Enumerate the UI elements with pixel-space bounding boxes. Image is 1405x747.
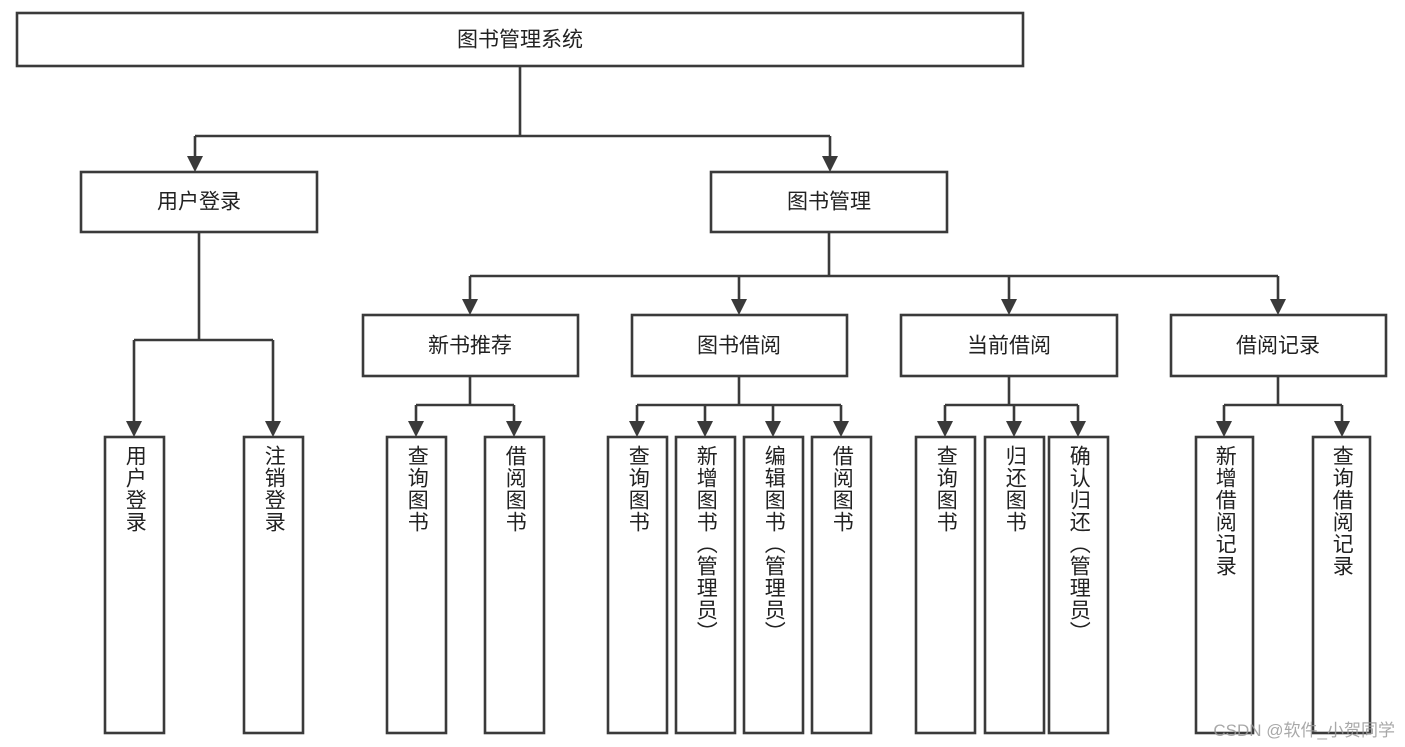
node-new-book-recommend-label: 新书推荐 (428, 335, 512, 358)
node-book-borrow-label: 图书借阅 (697, 335, 781, 358)
leaf-box-add-borrow-record[interactable] (1194, 435, 1255, 735)
leaf-box-add-book-admin[interactable] (674, 435, 737, 735)
node-current-borrow[interactable]: 当前借阅 (899, 313, 1119, 378)
node-book-borrow[interactable]: 图书借阅 (630, 313, 849, 378)
arrow-head-icon (1270, 299, 1286, 315)
node-book-management[interactable]: 图书管理 (709, 170, 949, 234)
arrow-head-icon (1001, 299, 1017, 315)
arrow-head-icon (265, 421, 281, 437)
connector-new-book-to-leaves (408, 376, 522, 437)
arrow-head-icon (765, 421, 781, 437)
leaf-box-logout[interactable] (242, 435, 305, 735)
leaf-box-borrow-book-new[interactable] (483, 435, 546, 735)
leaf-box-confirm-return-admin[interactable] (1047, 435, 1110, 735)
leaf-box-return-book[interactable] (983, 435, 1046, 735)
leaf-box-query-book-borrow[interactable] (606, 435, 669, 735)
node-new-book-recommend[interactable]: 新书推荐 (361, 313, 580, 378)
connector-book-management-to-level3 (462, 232, 1286, 315)
node-user-login[interactable]: 用户登录 (79, 170, 319, 234)
leaf-box-query-book-new[interactable] (385, 435, 448, 735)
arrow-head-icon (822, 156, 838, 172)
arrow-head-icon (697, 421, 713, 437)
leaf-box-borrow-book[interactable] (810, 435, 873, 735)
node-user-login-box (79, 170, 319, 234)
node-current-borrow-label: 当前借阅 (967, 335, 1051, 358)
connector-borrow-record-to-leaves (1216, 376, 1350, 437)
node-borrow-record[interactable]: 借阅记录 (1169, 313, 1388, 378)
node-book-management-label: 图书管理 (787, 191, 871, 214)
node-root[interactable]: 图书管理系统 (15, 11, 1025, 68)
arrow-head-icon (462, 299, 478, 315)
arrow-head-icon (408, 421, 424, 437)
connector-book-borrow-to-leaves (629, 376, 849, 437)
node-root-label: 图书管理系统 (457, 29, 583, 52)
arrow-head-icon (629, 421, 645, 437)
node-borrow-record-label: 借阅记录 (1236, 335, 1320, 358)
arrow-head-icon (126, 421, 142, 437)
node-root-box (15, 11, 1025, 68)
connector-user-login-to-leaves (126, 232, 281, 437)
leaf-box-edit-book-admin[interactable] (742, 435, 805, 735)
arrow-head-icon (1216, 421, 1232, 437)
leaf-box-query-borrow-record[interactable] (1311, 435, 1372, 735)
connector-root-to-level2 (187, 66, 838, 172)
connector-current-borrow-to-leaves (937, 376, 1086, 437)
arrow-head-icon (1334, 421, 1350, 437)
node-current-borrow-box (899, 313, 1119, 378)
arrow-head-icon (937, 421, 953, 437)
arrow-head-icon (506, 421, 522, 437)
node-new-book-recommend-box (361, 313, 580, 378)
arrow-head-icon (731, 299, 747, 315)
arrow-head-icon (833, 421, 849, 437)
leaf-box-user-login[interactable] (103, 435, 166, 735)
arrow-head-icon (1070, 421, 1086, 437)
leaf-box-query-book-current[interactable] (914, 435, 977, 735)
node-user-login-label: 用户登录 (157, 191, 241, 214)
arrow-head-icon (1006, 421, 1022, 437)
arrow-head-icon (187, 156, 203, 172)
